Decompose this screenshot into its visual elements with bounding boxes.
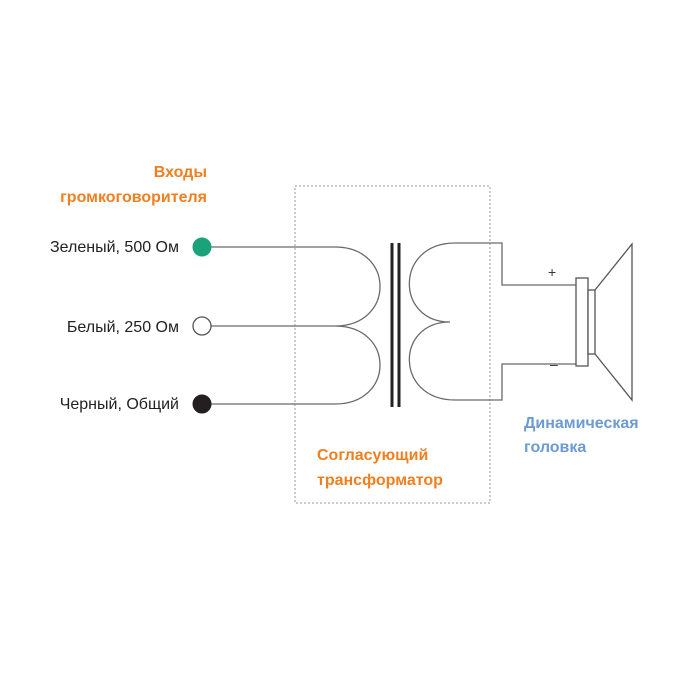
polarity-plus: + <box>548 264 557 280</box>
transformer-title-line2: трансформатор <box>317 472 443 489</box>
speaker-title-line1: Динамическая <box>524 415 639 432</box>
inputs-title: Входы громкоговорителя <box>60 160 207 210</box>
inputs-title-line1: Входы <box>153 164 207 181</box>
transformer-title-line1: Согласующий <box>317 447 429 464</box>
terminal-white-label: Белый, 250 Ом <box>66 319 179 336</box>
secondary-winding <box>408 242 456 401</box>
speaker-title-line2: головка <box>524 439 587 456</box>
inputs-title-line2: громкоговорителя <box>60 189 207 206</box>
terminal-green-label: Зеленый, 500 Ом <box>49 239 179 256</box>
terminal-white <box>192 316 212 336</box>
speaker-cone <box>594 242 633 402</box>
terminal-black <box>192 394 212 414</box>
transformer-title: Согласующий трансформатор <box>317 443 443 493</box>
speaker-title: Динамическая головка <box>524 412 639 460</box>
transformer-box <box>294 185 491 504</box>
primary-winding <box>334 246 381 405</box>
terminal-black-label: Черный, Общий <box>59 396 179 413</box>
output-lead-bottom <box>455 363 576 401</box>
terminal-green <box>192 237 212 257</box>
output-lead-top <box>455 242 576 286</box>
speaker-magnet <box>587 289 596 355</box>
speaker-voice-coil <box>575 277 589 367</box>
polarity-minus: – <box>550 356 558 372</box>
